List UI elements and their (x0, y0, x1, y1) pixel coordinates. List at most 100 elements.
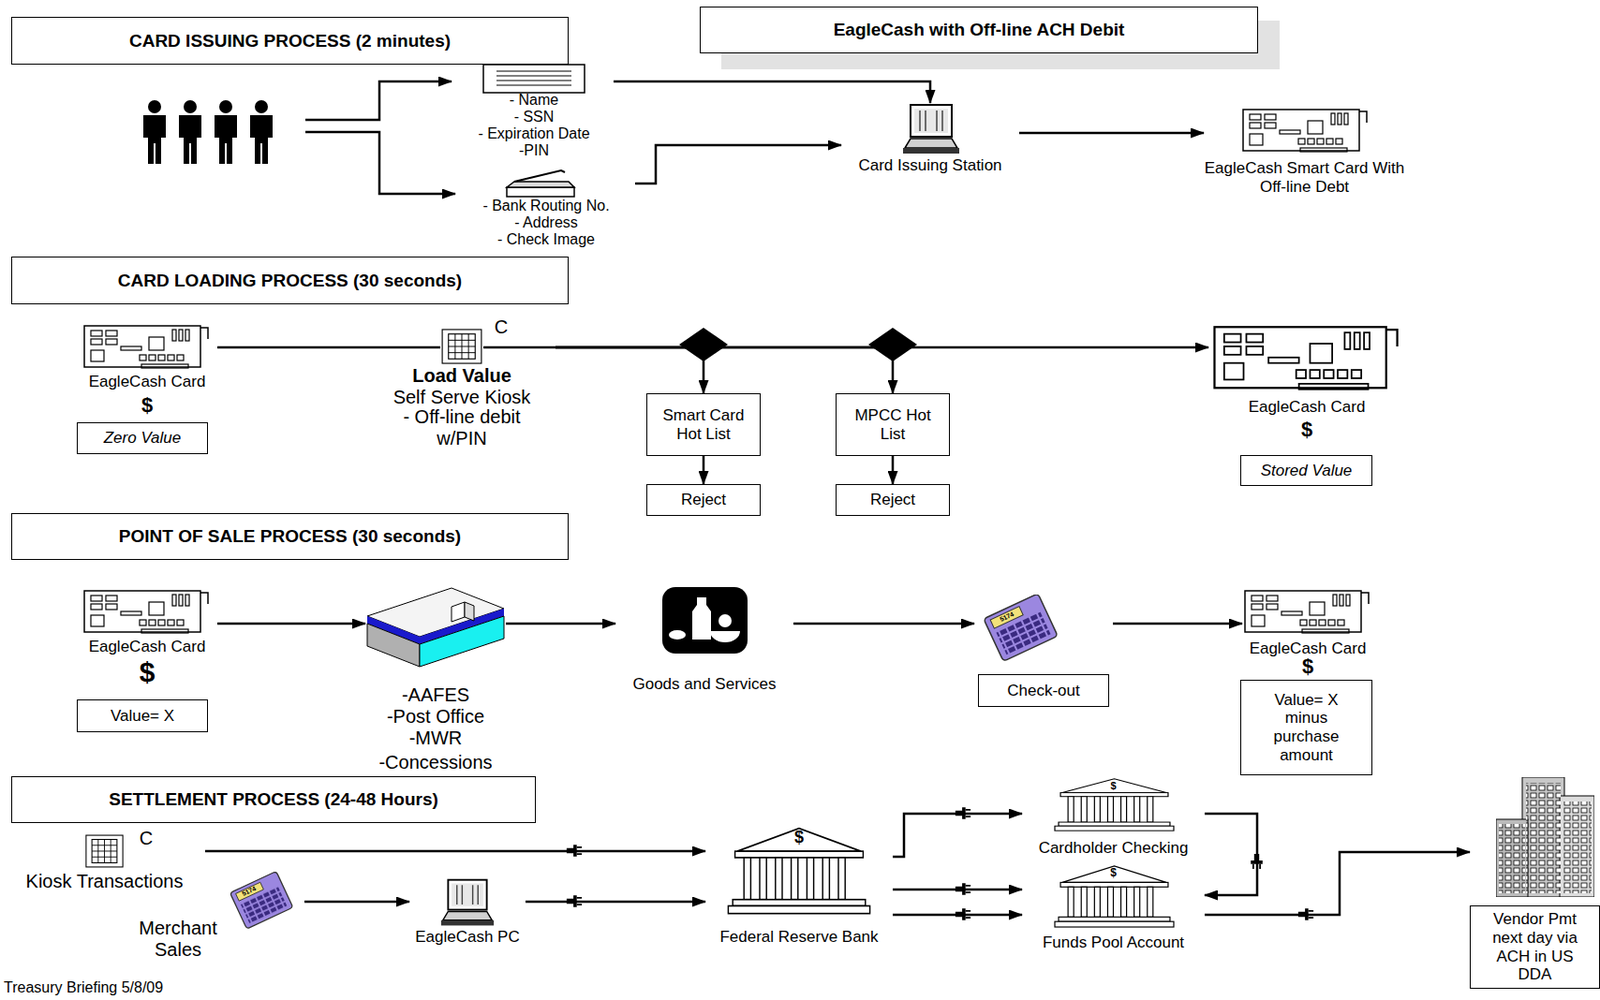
node-text: Value= X (110, 707, 175, 726)
process-box: Reject (835, 484, 950, 517)
icon-node: -AAFES-Post Office-MWR-Concessions (365, 586, 506, 774)
icon-node: EagleCash PC (409, 877, 526, 949)
node-text: $ (76, 656, 218, 690)
node-text: Load Value (368, 365, 556, 387)
laptop-icon (901, 103, 962, 158)
node-text: - Name (454, 91, 614, 109)
card-icon (83, 324, 211, 372)
node-text: -AAFES (365, 684, 506, 707)
node-text: Vendor Pmt next day via ACH in US DDA (1469, 905, 1600, 990)
kiosk-icon (440, 328, 484, 365)
node-text: -Concessions (365, 752, 506, 774)
connector (217, 346, 369, 350)
connector (1112, 622, 1243, 626)
connector (892, 814, 1023, 858)
connector (1204, 814, 1258, 896)
node-text: Funds Pool Account (1022, 933, 1205, 953)
node-text: - Expiration Date (454, 125, 614, 143)
node-text: -PIN (454, 142, 614, 160)
card-icon (1242, 107, 1370, 156)
node-text: Self Serve Kiosk (368, 386, 556, 409)
icon-node: - Bank Routing No.- Address- Check Image (457, 166, 636, 253)
icon-node: $Cardholder Checking (1022, 775, 1205, 860)
connector (555, 347, 704, 394)
node-text: Cardholder Checking (1022, 839, 1205, 859)
node-text: POINT OF SALE PROCESS (30 seconds) (118, 526, 461, 548)
node-text: MPCC Hot List (845, 406, 940, 444)
icon-node: $ Funds Pool Account (1022, 862, 1205, 953)
node-text: Reject (681, 490, 726, 510)
card-icon (83, 589, 211, 638)
node-text: Card Issuing Station (841, 156, 1020, 176)
node-text: EagleCash PC (409, 928, 526, 948)
icon-node: 5174Check-out (974, 594, 1113, 710)
process-box: Stored Value (1240, 455, 1373, 487)
node-text: SETTLEMENT PROCESS (24-48 Hours) (108, 789, 439, 811)
icon-node: Card Issuing Station (841, 103, 1020, 177)
node-text: - Check Image (457, 231, 636, 249)
icon-node: Vendor Pmt next day via ACH in US DDA (1469, 777, 1600, 990)
node-text: - Address (457, 214, 636, 232)
node-text: Stored Value (1260, 461, 1353, 481)
node-text: Value= X minus purchase amount (1269, 691, 1344, 765)
icon-node: Goods and Services (615, 586, 794, 697)
building-icon (1496, 777, 1595, 898)
node-text: EagleCash Card (1208, 398, 1406, 417)
node-text: EagleCash Card (76, 637, 218, 657)
node-text: - Bank Routing No. (457, 197, 636, 215)
connector (505, 622, 616, 626)
kiosk-icon (85, 833, 124, 870)
connector (702, 456, 706, 485)
node-text: $ (76, 393, 218, 417)
node-text: Goods and Services (615, 675, 794, 695)
node-text: - SSN (454, 108, 614, 126)
node-text: Kiosk Transactions (3, 871, 206, 893)
node-text: $ (705, 828, 893, 848)
decision-diamond (679, 327, 918, 362)
connector (217, 622, 366, 626)
connector (1019, 132, 1204, 135)
calc-icon (974, 594, 1068, 664)
laptop-icon (439, 877, 496, 931)
scanner-icon (503, 166, 578, 199)
node-text: Zero Value (103, 429, 182, 448)
icon-node: C Kiosk Transactions (3, 829, 206, 894)
connector (613, 81, 931, 104)
card-icon (1244, 589, 1372, 638)
form-icon (482, 63, 586, 94)
node-text: Federal Reserve Bank (705, 928, 893, 948)
node-text: Smart Card Hot List (656, 406, 751, 444)
node-text: $ (1022, 867, 1205, 881)
node-text: EagleCash Card (76, 372, 218, 392)
icon-node: EagleCash Card$ (1242, 589, 1374, 680)
goods-icon (661, 586, 749, 655)
connector (525, 901, 706, 904)
icon-node: $ Federal Reserve Bank (705, 824, 893, 949)
node-text: -Post Office (365, 706, 506, 728)
connector (1204, 852, 1470, 916)
people-icon (143, 100, 273, 164)
connector (205, 850, 706, 854)
connector (635, 145, 842, 184)
node-text: EagleCash Smart Card With Off-line Debt (1203, 159, 1406, 196)
title-text: EagleCash with Off-line ACH Debit (833, 19, 1126, 41)
process-box: MPCC Hot List (835, 393, 950, 457)
icon-node: CLoad ValueSelf Serve Kiosk- Off-line de… (368, 314, 556, 454)
process-box: Reject (646, 484, 761, 517)
connector (891, 456, 895, 485)
process-box: Zero Value (76, 422, 208, 455)
section-header: SETTLEMENT PROCESS (24-48 Hours) (11, 776, 536, 824)
section-header: CARD LOADING PROCESS (30 seconds) (11, 256, 569, 305)
icon-node: 5174Merchant Sales (131, 869, 305, 965)
footer-note: Treasury Briefing 5/8/09 (3, 979, 163, 997)
process-box: Value= X (76, 699, 208, 733)
process-box: Value= X minus purchase amount (1240, 680, 1373, 776)
connector (793, 622, 975, 626)
node-text: Check-out (977, 674, 1110, 708)
node-text: - Off-line debit (368, 406, 556, 429)
store-icon (365, 586, 506, 669)
node-text: CARD LOADING PROCESS (30 seconds) (118, 270, 462, 292)
node-text: C (134, 828, 158, 850)
section-header: POINT OF SALE PROCESS (30 seconds) (11, 513, 569, 561)
connector-symbol (566, 807, 1314, 921)
